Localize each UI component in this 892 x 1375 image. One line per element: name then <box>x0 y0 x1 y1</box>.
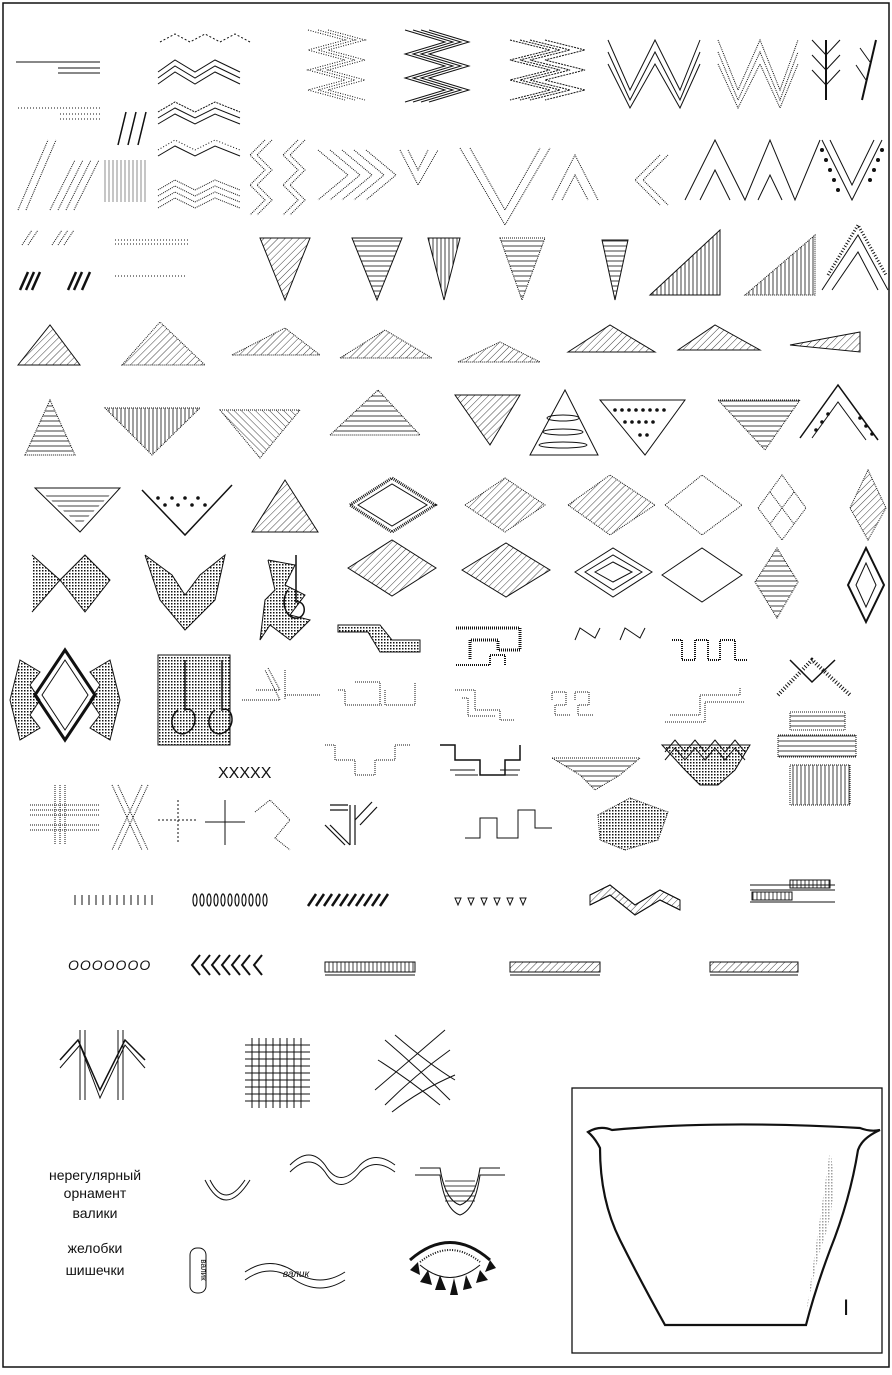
motif-sawtooth-shapes <box>32 540 884 640</box>
label-knobs: шишечки <box>30 1262 160 1278</box>
motif-fir-branches <box>812 40 876 100</box>
page-border <box>3 3 889 1367</box>
motif-row14 <box>205 1155 505 1215</box>
motif-row9: XXXXX <box>218 712 856 805</box>
motif-ladder-chevron <box>822 225 888 290</box>
motif-row12: OOOOOOO <box>68 955 798 975</box>
motif-slanted-ovals <box>118 112 146 145</box>
motif-zigzag-columns <box>250 140 305 215</box>
motif-vertical-zigzags <box>308 30 798 108</box>
valik-small-text: валик <box>199 1259 208 1281</box>
motif-row5-triangles <box>25 385 878 458</box>
motif-vertical-hatch <box>104 160 146 202</box>
valik-wave-text: валик <box>283 1269 311 1280</box>
motif-row15: валик валик <box>190 1243 496 1296</box>
motif-row11 <box>75 880 835 915</box>
motif-zigzag-stack <box>158 34 250 208</box>
motif-row6 <box>35 470 886 540</box>
vessel-type-label: I <box>843 1295 849 1320</box>
motif-crossing-lines <box>30 785 668 850</box>
motif-hatched-triangles-row <box>18 322 860 365</box>
ovals-text: OOOOOOO <box>68 957 151 973</box>
motif-diagonal-hatched-band <box>18 140 99 210</box>
motif-short-lines-rows <box>115 240 190 276</box>
motif-horizontal-lines <box>16 62 100 73</box>
label-irregular-line1: нерегулярный <box>30 1167 160 1183</box>
vessel-outline <box>588 1124 880 1325</box>
crosses-text: XXXXX <box>218 765 272 782</box>
label-grooves: желобки <box>30 1240 160 1256</box>
motif-hatched-triangles-right <box>650 230 815 295</box>
label-ridges: валики <box>30 1205 160 1221</box>
motif-v-with-dots <box>820 140 884 200</box>
vessel-box: I <box>572 1088 882 1353</box>
motif-hatched-triangles-down <box>260 238 628 300</box>
motif-v-shapes <box>400 140 820 225</box>
label-irregular-line2: орнамент <box>30 1185 160 1201</box>
motif-row13 <box>60 1030 455 1112</box>
motif-short-strokes <box>20 230 90 290</box>
motif-dotted-lines <box>18 108 100 119</box>
motif-complex-shapes <box>10 625 850 745</box>
motif-chevrons-right <box>318 150 396 200</box>
